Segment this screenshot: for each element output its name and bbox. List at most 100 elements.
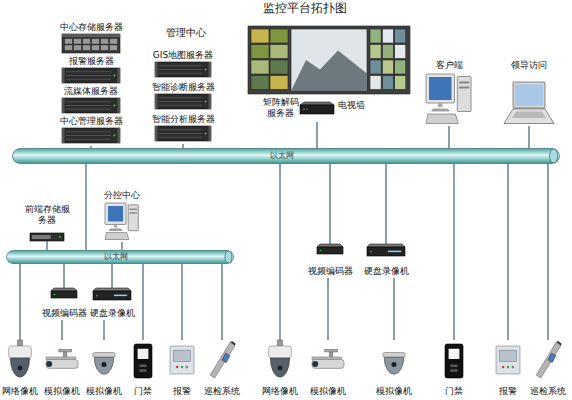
icon-part xyxy=(109,229,122,230)
icon-part xyxy=(114,295,127,297)
icon-part xyxy=(159,69,202,70)
alarm-panel: 报警 xyxy=(493,340,523,398)
icon-part xyxy=(118,128,121,143)
icon-part xyxy=(370,76,381,90)
dome-icon xyxy=(90,344,118,378)
node-label: 以太网 xyxy=(86,252,146,262)
network-link xyxy=(329,164,330,244)
icon-part xyxy=(502,366,504,368)
patrol-wand: 巡检系统 xyxy=(526,340,570,398)
node-label: 前端存储服务器 xyxy=(22,204,72,226)
icon-part xyxy=(155,126,211,141)
icon-part xyxy=(496,346,520,374)
icon-part xyxy=(155,126,158,141)
icon-part xyxy=(54,294,56,296)
network-link xyxy=(46,241,47,250)
node-label: GIS地图服务器 xyxy=(150,50,216,61)
icon-part xyxy=(317,247,343,254)
icon-part xyxy=(114,75,116,77)
icon-part xyxy=(382,29,393,43)
patrol-wand: 巡检系统 xyxy=(200,340,244,398)
diagram-title: 监控平台拓扑图 xyxy=(230,1,380,16)
icon-part xyxy=(62,98,65,113)
dvr-box: 硬盘录像机 xyxy=(362,244,410,278)
icon-part xyxy=(176,366,178,368)
network-link xyxy=(181,264,182,340)
icon-part xyxy=(13,149,560,164)
icon-part xyxy=(62,68,120,83)
icon-part xyxy=(66,101,111,102)
icon-part xyxy=(105,203,126,224)
icon-part xyxy=(82,38,90,44)
icon-part xyxy=(459,87,469,89)
icon-part xyxy=(251,45,269,59)
server-icon xyxy=(62,98,120,113)
decoder-box: 矩阵解码服务器 xyxy=(262,94,334,122)
server-icon xyxy=(155,62,211,77)
icon-part xyxy=(66,135,111,136)
icon-part xyxy=(512,111,546,118)
encoder-icon xyxy=(317,244,343,254)
icon-part xyxy=(429,77,452,100)
storage-icon xyxy=(62,34,120,53)
icon-part xyxy=(159,133,202,134)
node-label: 网络像机 xyxy=(260,386,300,397)
icon-part xyxy=(10,358,29,377)
icon-part xyxy=(426,74,455,103)
network-camera: 网络像机 xyxy=(0,340,40,398)
icon-part xyxy=(205,101,207,103)
icon-part xyxy=(155,94,211,109)
icon-part xyxy=(73,45,81,51)
icon-part xyxy=(62,34,120,53)
icon-part xyxy=(46,361,52,367)
icon-part xyxy=(134,344,152,378)
icon-part xyxy=(450,369,457,372)
node-label: 领导访问 xyxy=(500,60,558,71)
icon-part xyxy=(96,295,98,297)
server-box: 报警服务器 xyxy=(56,56,126,86)
icon-part xyxy=(186,366,188,368)
icon-part xyxy=(391,362,396,367)
node-label: 客户端 xyxy=(424,60,474,71)
icon-part xyxy=(66,109,111,110)
network-link xyxy=(85,164,86,250)
node-label: 以太网 xyxy=(252,151,312,161)
analog-camera: 模拟像机 xyxy=(374,340,414,398)
icon-part xyxy=(9,346,32,358)
node-label: 视频编码器 xyxy=(40,308,88,319)
icon-part xyxy=(300,105,334,114)
network-link xyxy=(279,164,280,340)
node-label: 门禁 xyxy=(439,386,469,397)
icon-part xyxy=(82,45,90,51)
icon-part xyxy=(181,366,183,368)
icon-part xyxy=(105,233,129,240)
icon-part xyxy=(159,129,202,130)
icon-part xyxy=(66,139,111,140)
icon-part xyxy=(457,77,471,112)
icon-part xyxy=(32,235,51,239)
icon-part xyxy=(312,361,318,367)
icon-part xyxy=(128,205,138,231)
icon-part xyxy=(370,60,381,74)
bullet-icon xyxy=(46,348,78,378)
network-link xyxy=(507,164,508,340)
icon-part xyxy=(62,128,120,143)
icon-part xyxy=(205,69,207,71)
icon-part xyxy=(93,353,115,358)
icon-part xyxy=(395,45,406,59)
icon-part xyxy=(382,76,393,90)
icon-part xyxy=(395,60,406,74)
icon-part xyxy=(432,109,449,111)
icon-part xyxy=(278,366,283,371)
icon-part xyxy=(536,342,561,378)
node-label: 中心管理服务器 xyxy=(56,116,126,127)
icon-part xyxy=(384,357,404,374)
icon-part xyxy=(450,364,457,367)
icon-part xyxy=(59,350,72,352)
icon-part xyxy=(500,350,517,361)
alarm-icon xyxy=(496,346,520,374)
ethernet-bus: 以太网 xyxy=(6,250,234,264)
tv-icon xyxy=(248,26,410,94)
icon-part xyxy=(370,45,381,59)
icon-part xyxy=(64,45,72,51)
